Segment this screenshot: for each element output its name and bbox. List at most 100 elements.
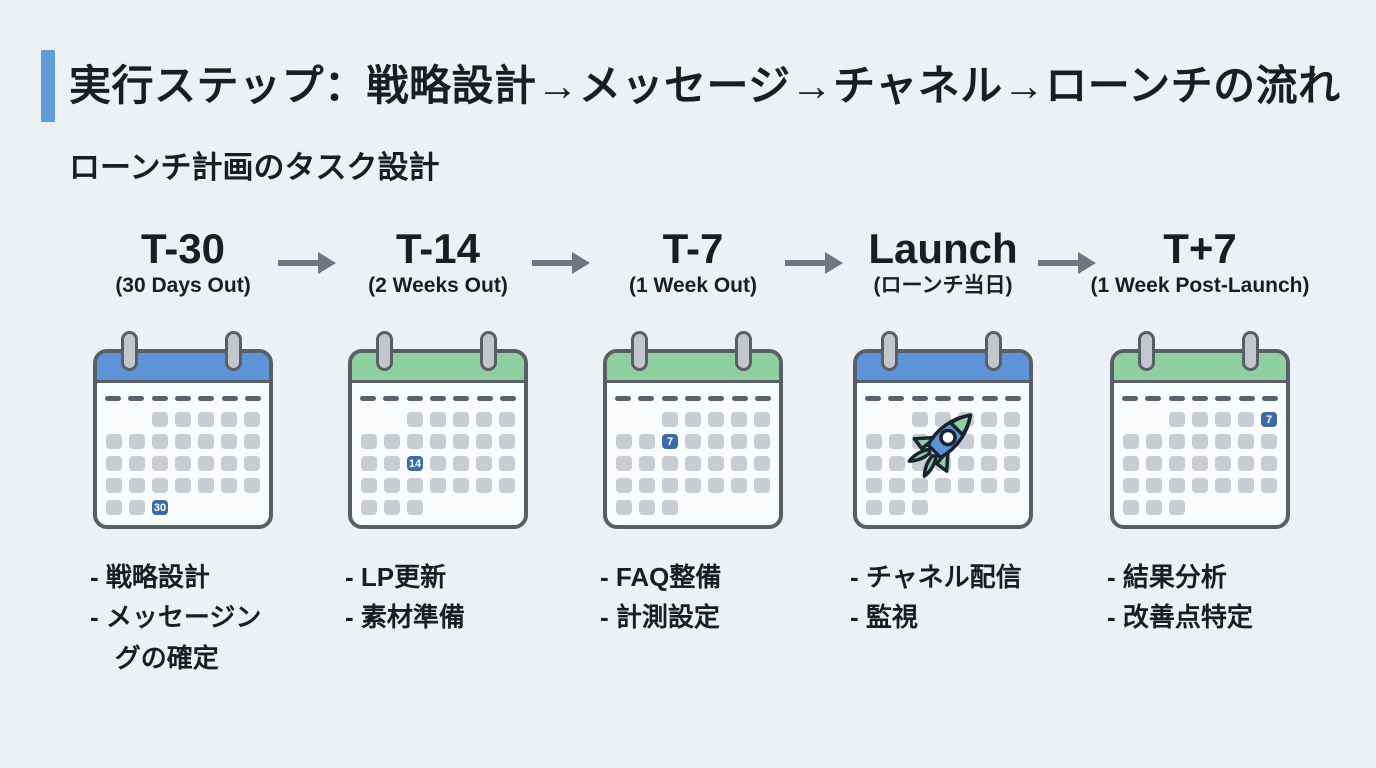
calendar-body: 14	[348, 349, 528, 529]
day-cell	[889, 500, 905, 515]
dash	[151, 396, 168, 401]
day-cell	[685, 434, 701, 449]
dash	[1122, 396, 1138, 401]
day-cell	[129, 434, 145, 449]
day-cell	[685, 478, 701, 493]
day-cell	[1238, 456, 1254, 471]
day-cell	[866, 434, 882, 449]
phase-label: T-7	[662, 225, 724, 272]
day-cell	[1192, 412, 1208, 427]
task-item: - 素材準備	[345, 602, 465, 633]
highlighted-date-badge: 7	[662, 434, 678, 449]
day-cell	[662, 412, 678, 427]
day-cell	[361, 500, 377, 515]
day-cell	[616, 478, 632, 493]
day-cell	[361, 456, 377, 471]
calendar-ring	[1138, 331, 1155, 371]
phase-label: T-14	[395, 225, 481, 272]
day-cell	[1123, 500, 1139, 515]
dash	[1168, 396, 1185, 401]
section-subtitle: ローンチ計画のタスク設計	[69, 150, 440, 185]
dash	[221, 396, 238, 401]
day-cell	[198, 456, 214, 471]
highlighted-date-badge: 14	[407, 456, 423, 471]
dash	[429, 396, 446, 401]
day-cell	[407, 434, 423, 449]
dash	[1145, 396, 1162, 401]
dash	[708, 396, 725, 401]
task-item: - 戦略設計	[90, 562, 210, 592]
day-cell	[384, 434, 400, 449]
dash	[476, 396, 493, 401]
day-cell	[866, 478, 882, 493]
title-accent-bar	[41, 50, 55, 122]
calendar-ring	[881, 331, 898, 371]
dash	[244, 396, 261, 401]
day-cell	[430, 456, 446, 471]
phase-column-t7: T-7 (1 Week Out) 7 - FAQ整備 - 計測設定	[598, 225, 788, 638]
day-cell	[152, 412, 168, 427]
task-item: - 計測設定	[600, 602, 720, 633]
calendar-weekday-dashes	[1114, 396, 1286, 401]
dash	[128, 396, 145, 401]
day-cell	[981, 434, 997, 449]
day-cell	[685, 456, 701, 471]
day-cell	[731, 478, 747, 493]
day-cell	[981, 478, 997, 493]
calendar-weekday-dashes	[352, 396, 524, 401]
day-cell	[958, 456, 974, 471]
calendar-day-grid: 14	[352, 412, 524, 515]
day-cell	[175, 456, 191, 471]
day-cell	[1261, 478, 1277, 493]
dash	[1238, 396, 1255, 401]
day-cell	[453, 456, 469, 471]
phase-column-t30: T-30 (30 Days Out) 30 - 戦略設計 - メッセージングの確…	[88, 225, 278, 678]
dash	[958, 396, 975, 401]
calendar-icon: 7	[1110, 331, 1290, 531]
day-cell	[244, 456, 260, 471]
day-cell	[175, 434, 191, 449]
day-cell	[981, 456, 997, 471]
day-cell	[754, 412, 770, 427]
day-cell	[152, 478, 168, 493]
day-cell	[958, 478, 974, 493]
calendar-ring	[631, 331, 648, 371]
slide-title: 実行ステップ：戦略設計→メッセージ→チャネル→ローンチの流れ	[69, 62, 1341, 109]
dash	[638, 396, 655, 401]
day-cell	[866, 500, 882, 515]
dash	[1215, 396, 1232, 401]
day-cell	[662, 478, 678, 493]
dash	[1191, 396, 1208, 401]
day-cell	[639, 456, 655, 471]
day-cell	[1004, 434, 1020, 449]
calendar-ring	[985, 331, 1002, 371]
day-cell	[152, 434, 168, 449]
phase-sublabel: (ローンチ当日)	[873, 274, 1013, 297]
day-cell	[198, 478, 214, 493]
calendar-ring	[376, 331, 393, 371]
calendar-weekday-dashes	[97, 396, 269, 401]
day-cell	[1169, 500, 1185, 515]
calendar-ring	[225, 331, 242, 371]
day-cell	[1238, 412, 1254, 427]
day-cell	[407, 412, 423, 427]
day-cell	[453, 478, 469, 493]
task-list: - LP更新 - 素材準備	[345, 557, 537, 638]
day-cell	[1123, 434, 1139, 449]
day-cell	[1004, 478, 1020, 493]
day-cell	[889, 434, 905, 449]
calendar-day-grid: 7	[1114, 412, 1286, 515]
calendar-body: 7	[603, 349, 783, 529]
day-cell	[221, 434, 237, 449]
day-cell	[708, 478, 724, 493]
task-list: - FAQ整備 - 計測設定	[600, 557, 792, 638]
calendar-icon: 30	[93, 331, 273, 531]
day-cell	[430, 478, 446, 493]
day-cell	[1146, 500, 1162, 515]
day-cell	[1238, 434, 1254, 449]
day-cell	[866, 456, 882, 471]
day-cell	[708, 412, 724, 427]
day-cell	[1192, 456, 1208, 471]
dash	[406, 396, 423, 401]
day-cell	[616, 500, 632, 515]
